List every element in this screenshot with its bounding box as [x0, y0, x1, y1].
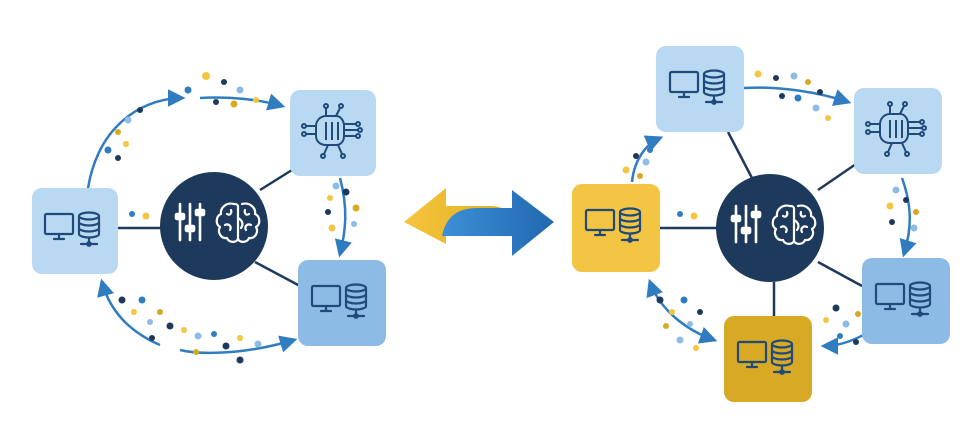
left-arrow-top — [86, 89, 186, 189]
right-hub — [716, 174, 824, 282]
right-network — [572, 46, 950, 402]
bidirectional-arrow-icon — [404, 188, 554, 256]
left-arrow-right — [334, 177, 352, 258]
right-arrow-bottom-left — [646, 278, 718, 344]
right-data-dots — [622, 70, 919, 351]
right-node-ai — [854, 88, 942, 174]
right-arrow-right — [899, 177, 917, 258]
left-node-client-west — [32, 188, 118, 274]
right-node-client-north — [656, 46, 744, 132]
right-node-client-west — [572, 184, 660, 272]
right-arrow-left-up — [630, 135, 664, 183]
left-node-ai — [290, 90, 376, 176]
left-arrow-bottom — [179, 335, 298, 355]
right-node-client-east — [862, 258, 950, 344]
left-node-client-southeast — [298, 260, 386, 346]
left-spokes — [118, 168, 301, 288]
right-arrow-top — [743, 86, 852, 106]
right-node-client-south — [724, 316, 812, 402]
left-network — [32, 72, 386, 364]
left-hub — [160, 172, 268, 280]
right-spokes — [658, 131, 863, 318]
left-data-dots — [104, 72, 360, 364]
left-arrow-top-2 — [199, 93, 286, 111]
